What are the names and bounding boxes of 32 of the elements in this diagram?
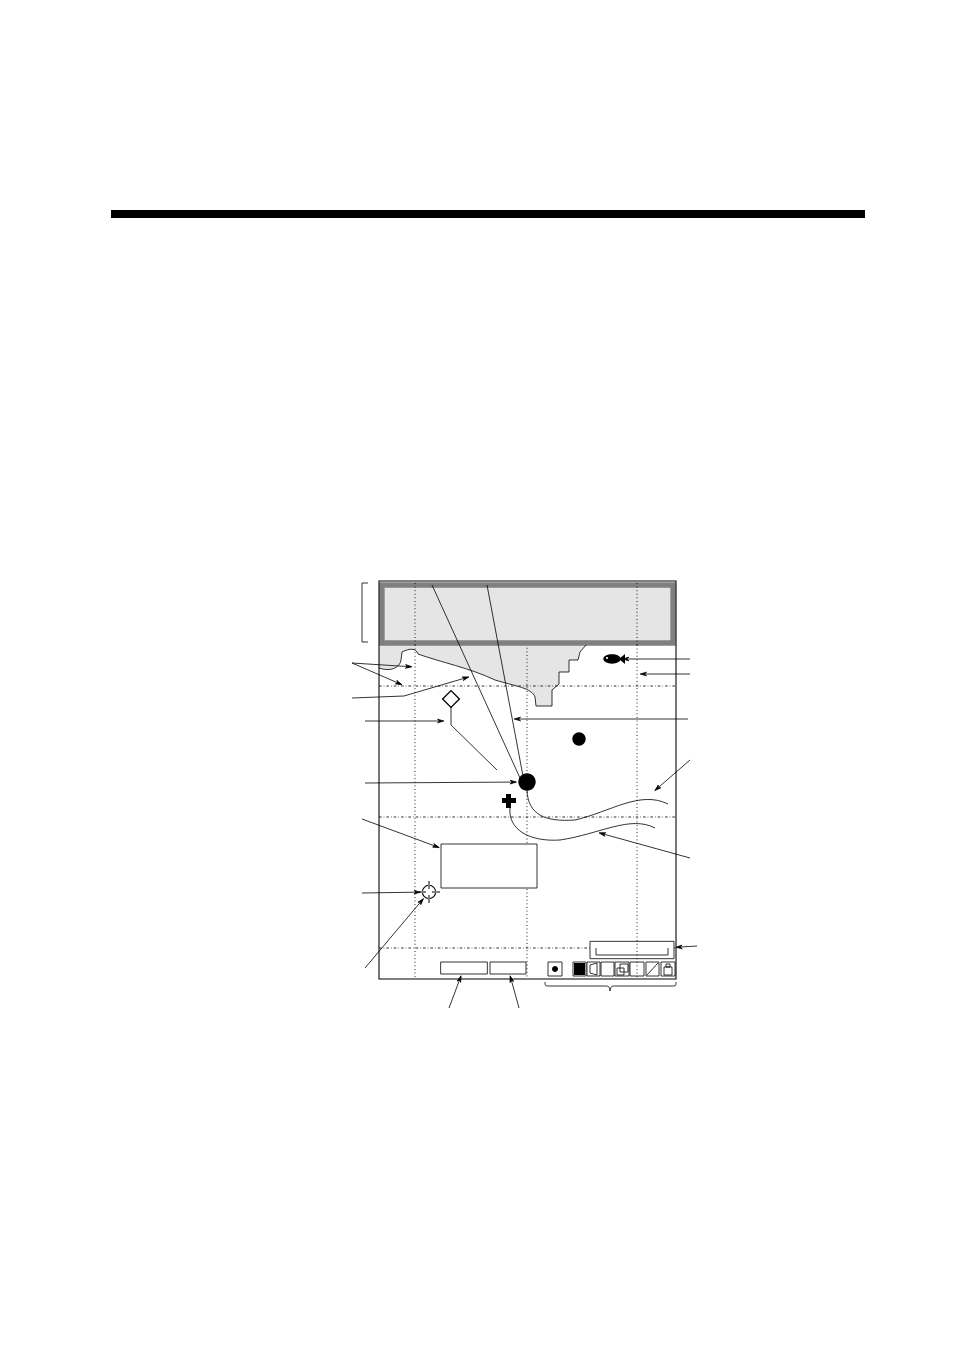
scale-box: [589, 940, 675, 960]
status-box: [489, 961, 527, 975]
cross-mark: [502, 794, 516, 808]
leader-line: [639, 671, 691, 677]
ship-mark: [518, 773, 536, 791]
leader-line: [675, 944, 698, 950]
leader-line: [654, 759, 691, 791]
coastline: [378, 644, 587, 707]
leader-line: [351, 676, 470, 699]
grid-line: [378, 685, 677, 687]
leader-line: [509, 975, 520, 1009]
leader-line: [448, 975, 462, 1009]
dot-mark: [572, 732, 586, 746]
status-box: [440, 961, 488, 975]
heading-line: [486, 584, 524, 777]
leader-line: [513, 716, 689, 722]
leader-line: [364, 898, 424, 969]
leader-line: [622, 656, 691, 662]
leader-line: [598, 832, 691, 859]
leader-line: [351, 662, 403, 686]
leader-line: [364, 779, 517, 785]
leader-line: [351, 662, 413, 669]
leader-line: [361, 890, 421, 895]
fish-icon: [603, 654, 625, 664]
track-line: [509, 807, 656, 841]
grid-line: [414, 644, 416, 980]
route-line: [450, 705, 498, 771]
leader-line: [364, 718, 445, 724]
data-box: [440, 843, 538, 889]
grid-line: [636, 644, 638, 980]
leader-line: [361, 818, 440, 848]
track-line: [526, 789, 669, 821]
